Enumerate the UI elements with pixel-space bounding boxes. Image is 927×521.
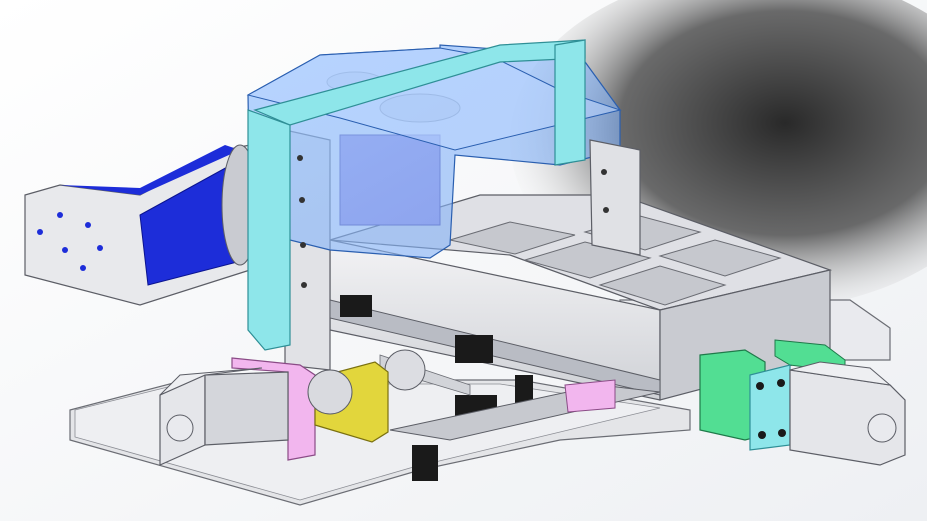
carriage-block [340,295,372,317]
carriage-block [515,375,533,403]
cyan-plate-holes [756,379,786,439]
bolt-hole [62,247,68,253]
bolt-hole [603,207,609,213]
pink-mount-block [231,357,316,461]
bolt-hole [777,379,785,387]
compartment [449,221,576,255]
bolt-hole [57,212,63,218]
pink-rail-block [564,379,616,413]
linear-rail [329,299,661,396]
bolt-hole [299,197,305,203]
left-stepper-motor [159,367,289,466]
cyan-gantry-right [554,39,586,166]
bolt-hole [97,245,103,251]
bolt-hole [80,265,86,271]
motor-side [204,371,289,446]
motor-shaft-boss [166,414,194,442]
compartment [598,265,727,306]
cyan-gantry-left [247,109,291,351]
coupling [307,369,353,415]
rail-block [412,445,438,481]
left-bracket-holes [37,212,103,271]
bolt-hole [300,242,306,248]
bolt-hole [758,431,766,439]
right-upright-plate [589,139,641,256]
bolt-hole [601,169,607,175]
compartment [658,239,782,277]
bolt-hole [756,382,764,390]
column-holes [297,155,307,288]
right-stepper-motor [789,361,906,466]
screw-bearing [384,349,426,391]
carriage-block [455,335,493,363]
motor-top [159,367,263,396]
bolt-hole [297,155,303,161]
motor-rear-cap [867,413,897,443]
cyan-mount-plate [749,364,791,451]
motor-top [789,361,892,386]
bolt-hole [85,222,91,228]
bolt-hole [301,282,307,288]
blue-plate-edge [60,145,240,195]
bolt-hole [37,229,43,235]
bolt-hole [778,429,786,437]
